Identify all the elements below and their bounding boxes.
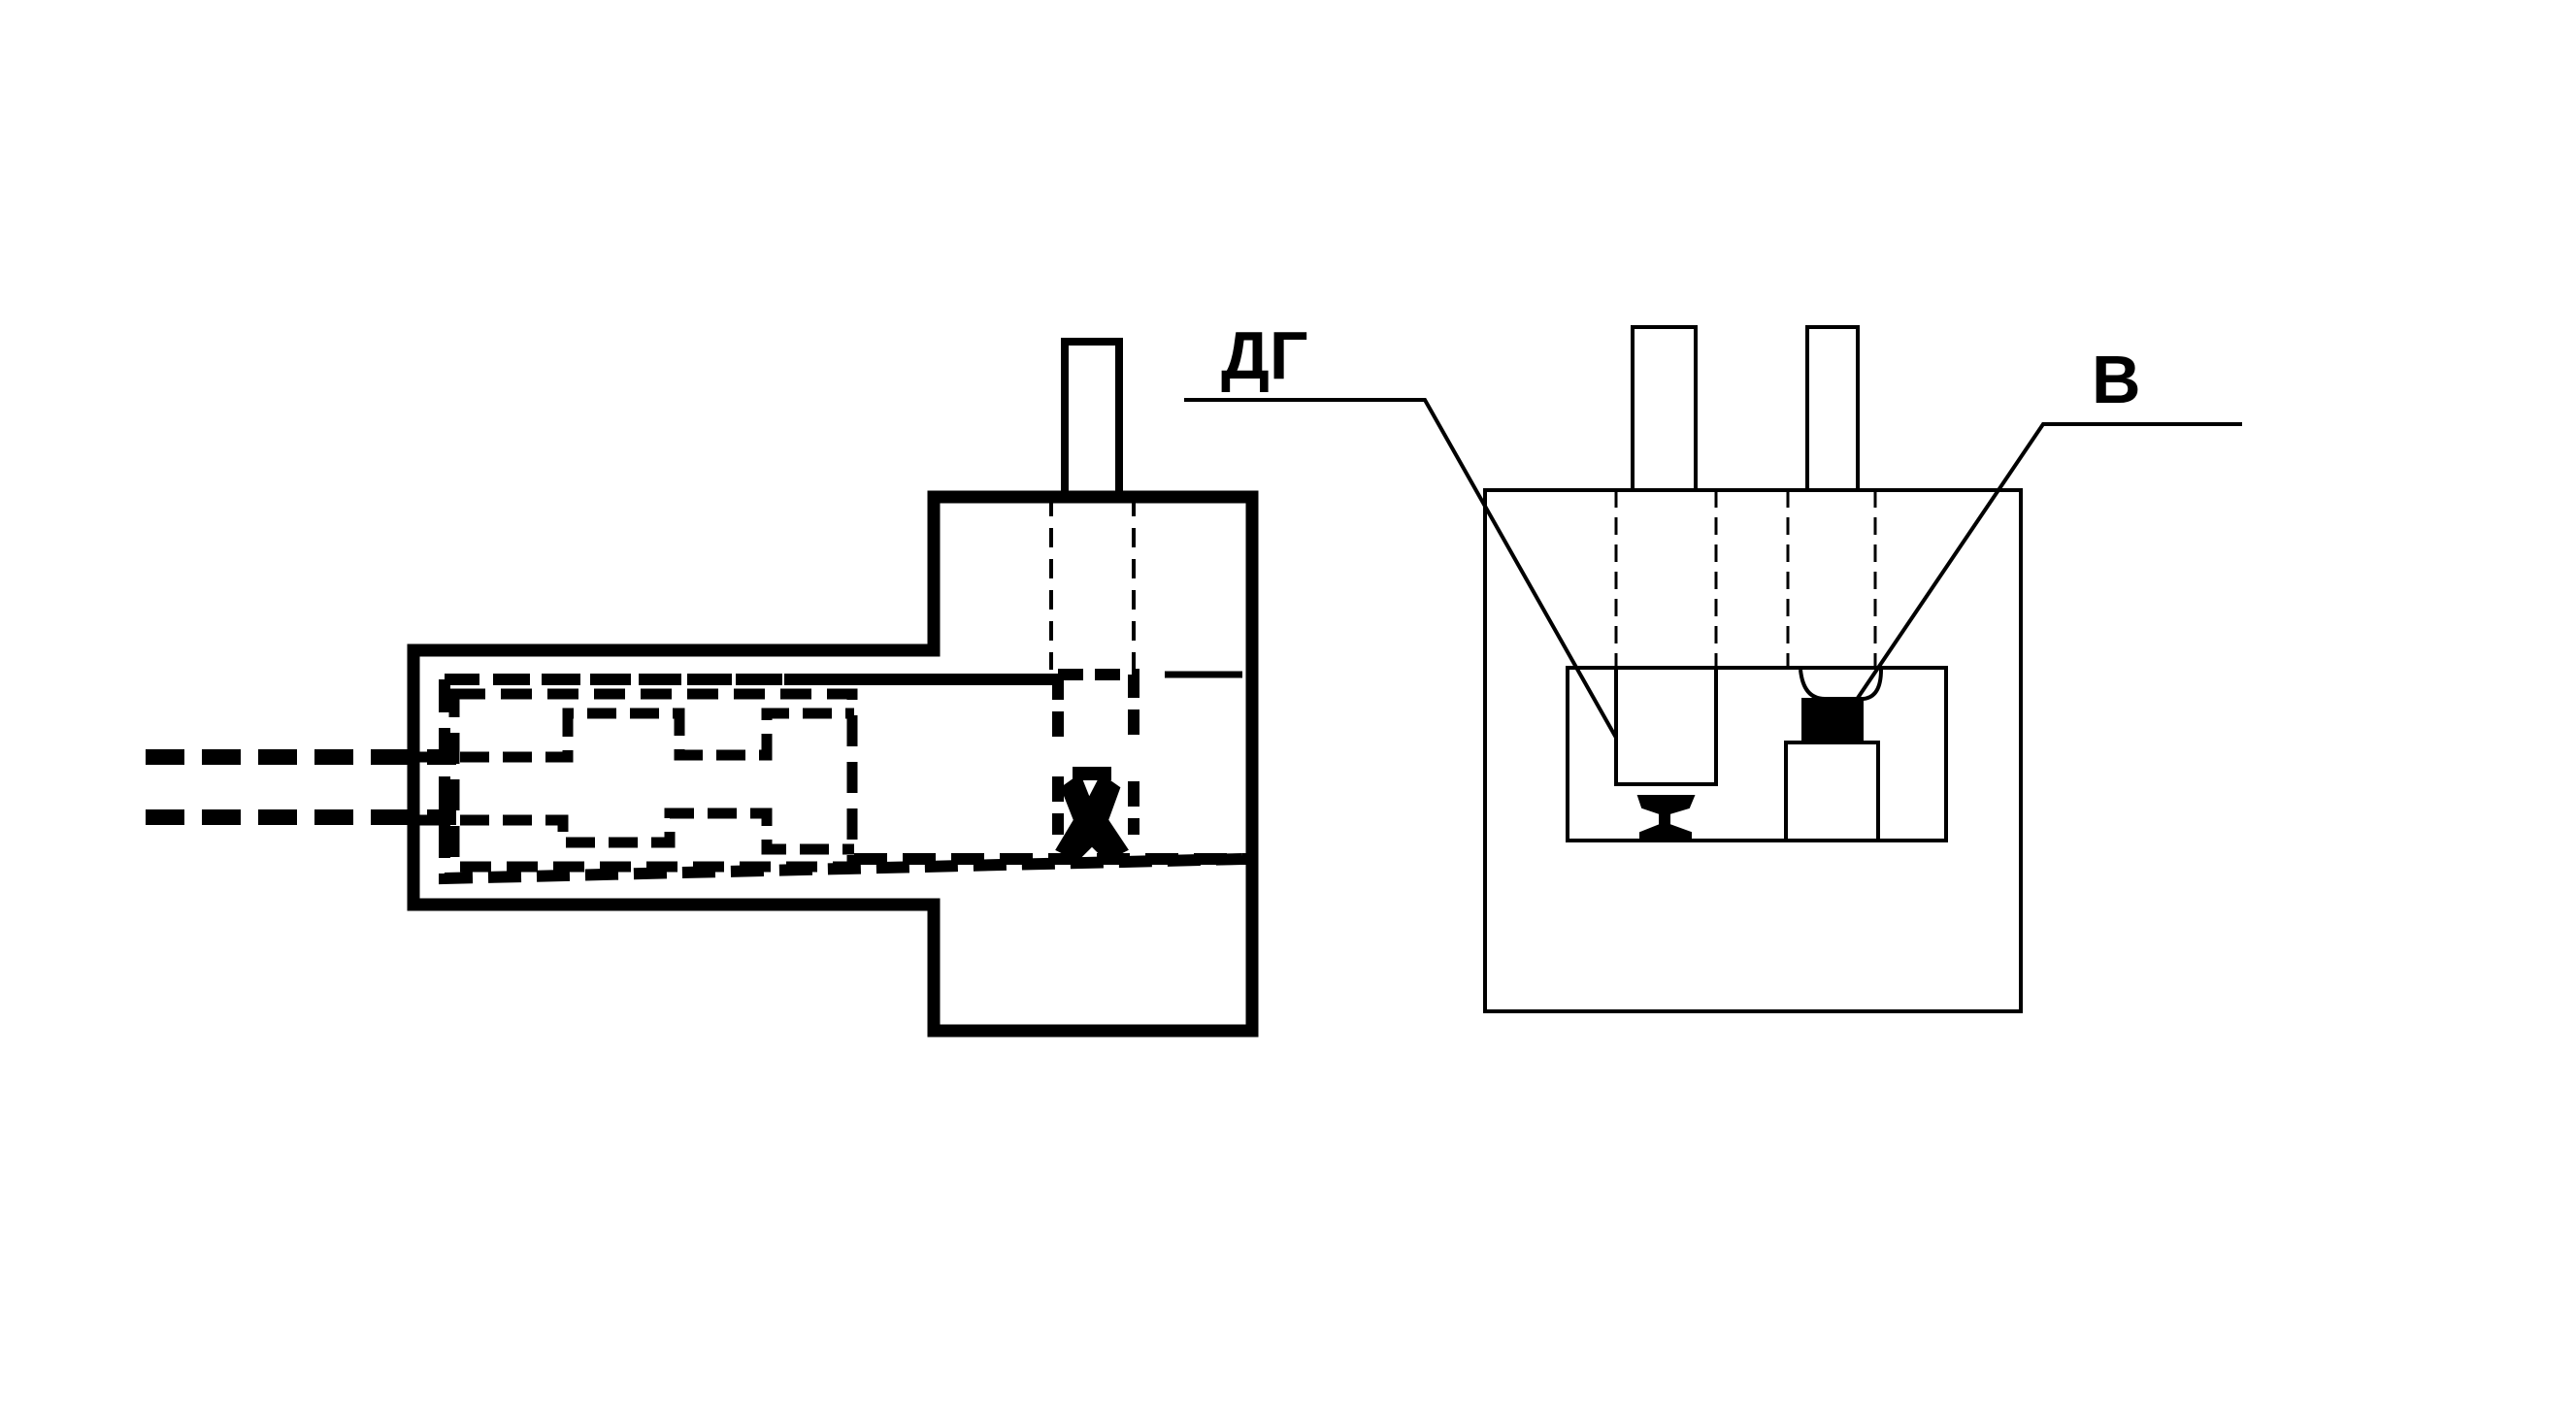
label-dg: ДГ: [1221, 317, 1308, 393]
front-right-seal-block: [1801, 698, 1864, 743]
leader-line-dg: [1184, 398, 1618, 739]
leader-line-v: [1852, 422, 2242, 706]
front-left-valve-element: [1636, 795, 1696, 841]
side-stepped-channel-lower: [417, 808, 854, 855]
label-v: В: [2092, 342, 2141, 417]
side-top-post: [1061, 338, 1123, 497]
front-left-chamber: [1614, 670, 1718, 786]
front-post-right: [1805, 325, 1860, 492]
side-valve-cap: [1073, 767, 1111, 780]
side-stepped-channel-upper: [417, 708, 854, 763]
front-body-outline: [1483, 488, 2023, 1013]
front-post-left: [1631, 325, 1698, 492]
side-view: [146, 338, 1259, 1038]
side-valve-element: [1055, 773, 1129, 862]
front-right-support: [1784, 741, 1880, 842]
side-housing-outline: [407, 490, 1259, 1038]
side-hidden-box: [448, 688, 858, 873]
front-inner-section: [1566, 666, 1948, 842]
side-valve-cavity: [1052, 669, 1139, 835]
front-view: [1184, 325, 2242, 1013]
